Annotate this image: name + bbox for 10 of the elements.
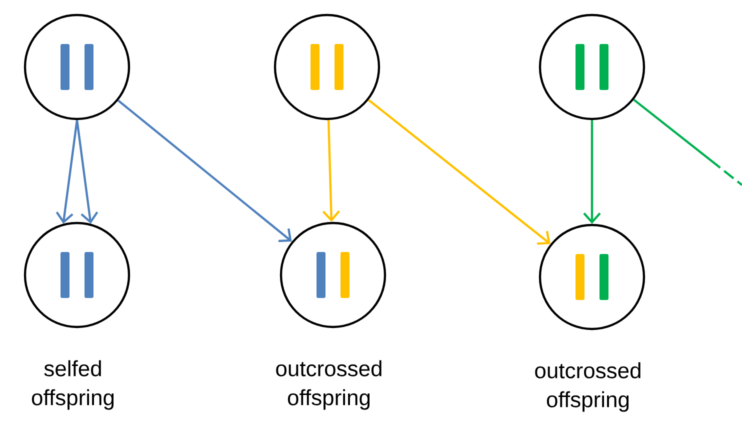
arrow [583,120,601,224]
arrow [322,120,340,222]
node-label: selfed offspring [32,360,114,410]
node-label: outcrossed offspring [535,362,640,412]
node-label: outcrossed offspring [276,360,382,410]
line [633,98,742,186]
arrow [118,100,292,242]
arrow [368,99,550,245]
arrow [56,120,78,224]
arrow [76,120,98,224]
